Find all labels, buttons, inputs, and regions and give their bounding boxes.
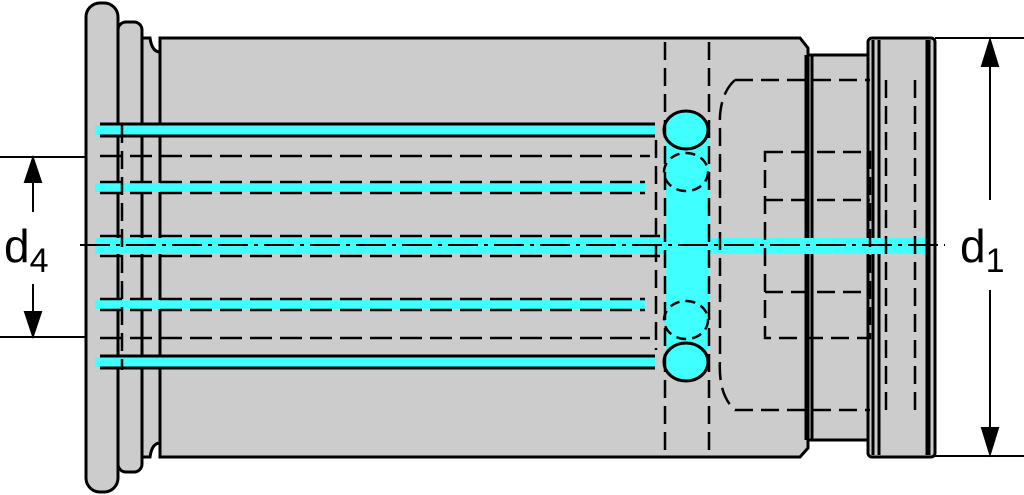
coolant-channels [80,109,945,383]
d1-label: d1 [960,220,1005,280]
d4-label: d4 [4,220,49,280]
dimension-d4 [0,154,86,340]
coolant-port [662,341,710,383]
hidden-lines [120,42,917,455]
coolant-port [662,299,710,341]
arrow-up-icon [23,154,43,183]
arrow-down-icon [23,311,43,340]
arrow-up-icon [980,36,1000,67]
dimension-d1 [935,36,1024,458]
coolant-port [662,151,710,193]
arrow-down-icon [980,427,1000,458]
coolant-port [662,109,710,151]
